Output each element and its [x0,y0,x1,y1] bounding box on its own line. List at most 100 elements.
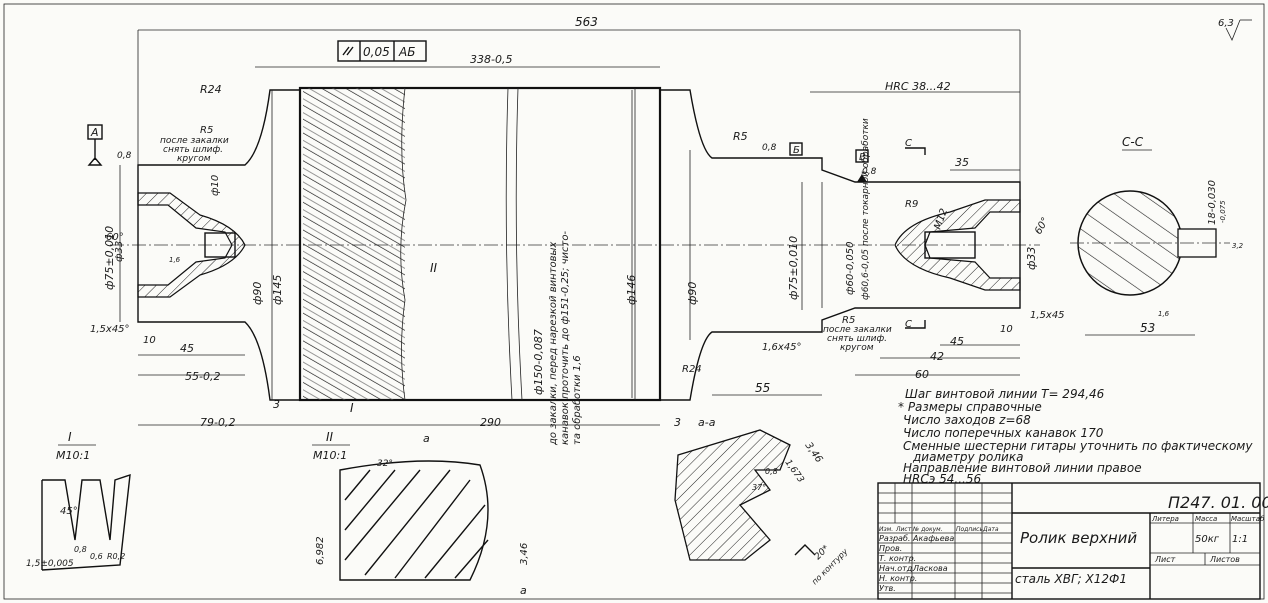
svg-text:сталь ХВГ; Х12Ф1: сталь ХВГ; Х12Ф1 [1015,572,1127,586]
svg-text:1,5х45: 1,5х45 [1030,310,1065,321]
svg-text:Лист: Лист [1154,555,1176,564]
svg-text:R5: R5 [733,130,748,143]
svg-text:1,673: 1,673 [783,458,806,485]
svg-text:С: С [905,138,912,149]
svg-text:А: А [90,126,99,139]
svg-text:снять шлиф.: снять шлиф. [827,334,887,344]
svg-text:ф10: ф10 [210,175,221,196]
svg-text:0,8: 0,8 [762,143,777,153]
svg-text:338-0,5: 338-0,5 [470,53,512,66]
svg-text:Б: Б [793,145,800,156]
svg-text:3,46: 3,46 [519,543,530,565]
svg-text:ф145: ф145 [271,275,284,305]
svg-text:35: 35 [955,156,969,169]
svg-text:20*: 20* [813,543,832,562]
dimensions [119,29,1195,426]
svg-text:0,8: 0,8 [765,467,778,476]
svg-text:а: а [520,584,527,597]
svg-text:1,5х45°: 1,5х45° [90,324,130,335]
svg-text:53: 53 [1140,321,1155,335]
svg-text:до закалки, перед нарезкой вин: до закалки, перед нарезкой винтовых [548,242,559,446]
svg-text:кругом: кругом [177,154,211,164]
svg-text:Акафьева: Акафьева [912,534,954,543]
datum-b: Б [789,142,803,156]
svg-text:Пров.: Пров. [879,544,902,553]
svg-text:Ролик верхний: Ролик верхний [1020,529,1137,547]
svg-text:R5: R5 [200,125,213,136]
svg-text:10: 10 [1000,324,1013,335]
svg-text:Листов: Листов [1209,555,1240,564]
svg-text:Шаг винтовой линии Т= 294,46: Шаг винтовой линии Т= 294,46 [905,387,1105,401]
svg-text:42: 42 [930,350,944,363]
svg-text:ф60,6-0,05 после токарной обра: ф60,6-0,05 после токарной обработки [861,118,871,300]
svg-text:37°: 37° [752,483,766,492]
svg-text:HRCэ 54...56: HRCэ 54...56 [903,472,981,486]
svg-text:0,8: 0,8 [862,167,877,177]
svg-text:R9: R9 [905,199,918,210]
title-block: П247. 01. 003 Ролик верхний сталь ХВГ; Х… [877,482,1268,600]
svg-text:45°: 45° [60,506,78,517]
svg-text:Дата: Дата [982,526,999,533]
svg-text:ф90: ф90 [686,282,699,305]
svg-text:-0,075: -0,075 [1219,200,1227,223]
svg-text:Лист: Лист [895,526,912,533]
svg-text:канавок проточить до ф151-0,25: канавок проточить до ф151-0,25; чисто- [560,231,571,445]
svg-text:II: II [326,430,334,444]
svg-text:R5: R5 [842,315,855,326]
svg-text:№ докум.: № докум. [912,526,943,533]
svg-text:10: 10 [143,335,156,346]
svg-text:та обработки 1,6: та обработки 1,6 [571,355,583,445]
svg-text:3: 3 [674,416,681,429]
dimension-labels: 563 338-0,5 R24 R5 после закалки снять ш… [90,15,716,429]
svg-text:290: 290 [480,416,501,429]
svg-text:1,5±0,005: 1,5±0,005 [26,559,74,569]
svg-text:45: 45 [950,335,964,348]
svg-text:3,46: 3,46 [803,440,825,465]
d146-label: ф146 [625,275,638,305]
datum-v: В [855,149,869,182]
svg-text:после закалки: после закалки [823,325,892,335]
svg-text:0,05: 0,05 [363,45,390,59]
svg-text:R0,2: R0,2 [107,552,125,561]
svg-text:Ласкова: Ласкова [912,564,948,573]
section-c-c: С-С 18-0,030 -0,075 3,2 53 [1070,135,1244,335]
svg-text:I: I [350,401,354,415]
svg-text:Утв.: Утв. [879,584,896,593]
svg-text:45: 45 [180,342,194,355]
svg-text:563: 563 [575,15,598,29]
svg-text:I: I [68,430,72,444]
left-thread-hole [204,232,236,258]
svg-text:3: 3 [273,398,280,411]
svg-text:18-0,030: 18-0,030 [1207,180,1218,225]
svg-text:АБ: АБ [398,45,415,59]
svg-text:60°: 60° [1033,216,1051,237]
svg-text:ф90: ф90 [251,282,264,305]
svg-text:60°: 60° [106,232,124,243]
svg-text:Н. контр.: Н. контр. [879,574,917,583]
svg-text:ф60-0,050: ф60-0,050 [845,241,856,295]
svg-text:1:1: 1:1 [1232,534,1248,545]
knurled-zone [303,88,405,400]
svg-text:ф75±0,010: ф75±0,010 [103,226,116,290]
svg-text:диаметру ролика: диаметру ролика [912,450,1023,464]
svg-text:R24: R24 [682,364,702,375]
svg-text:II: II [430,261,438,275]
roller-note-block: ф150-0,087 до закалки, перед нарезкой ви… [532,231,583,446]
svg-text:79-0,2: 79-0,2 [200,416,235,429]
svg-text:Литера: Литера [1151,515,1179,523]
svg-text:* Размеры справочные: * Размеры справочные [898,400,1042,414]
svg-text:Изм.: Изм. [879,526,893,533]
svg-text:55: 55 [755,381,770,395]
svg-text:ф33: ф33 [114,241,125,262]
right-labels: HRC 38...42 R5 0,8 0,8 ф90 ф75±0,010 R24… [682,80,1170,395]
svg-text:Число заходов z=68: Число заходов z=68 [903,413,1031,427]
svg-text:32°: 32° [377,459,393,469]
svg-text:кругом: кругом [840,343,874,353]
svg-text:Подпись: Подпись [956,526,983,533]
svg-text:HRC 38...42: HRC 38...42 [885,80,951,93]
svg-text:55-0,2: 55-0,2 [185,370,220,383]
svg-text:Нач.отд.: Нач.отд. [879,564,915,573]
section-c-top-arrow [905,147,926,155]
svg-text:ф150-0,087: ф150-0,087 [532,329,545,395]
svg-text:П247. 01. 003: П247. 01. 003 [1168,493,1268,512]
